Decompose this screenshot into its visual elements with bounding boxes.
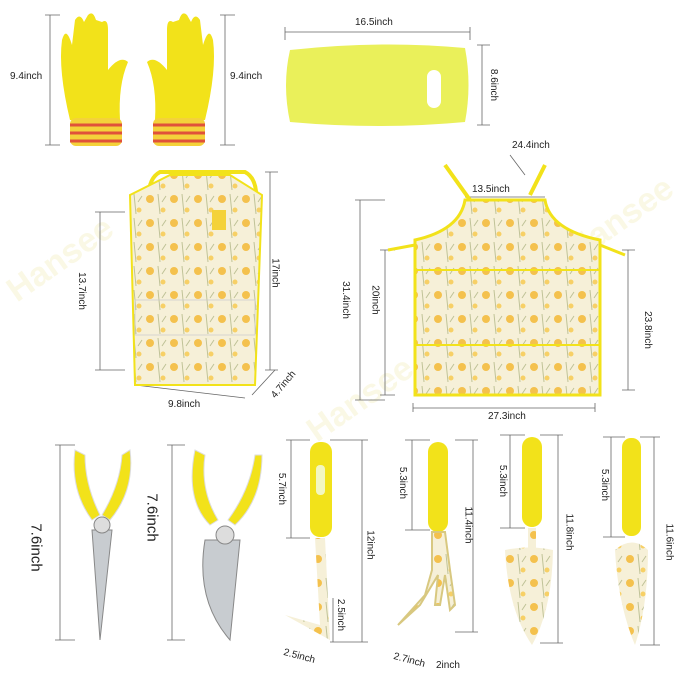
trowel-handle-label: 5.3inch — [497, 464, 509, 498]
pruner-1-length-label: 7.6inch — [27, 523, 45, 572]
transplanter-total-label: 11.6inch — [663, 523, 675, 561]
cultivator-total-label: 11.4inch — [462, 506, 474, 544]
pruner-1 — [73, 449, 132, 641]
trowel-total-label: 11.8inch — [563, 513, 575, 551]
apron-pocket-height-label: 20inch — [369, 285, 381, 315]
apron-top-width-label: 13.5inch — [472, 184, 510, 195]
apron-strap-label: 24.4inch — [512, 140, 550, 151]
hoe-handle-label: 5.7inch — [276, 472, 288, 506]
bag-body-height-label: 13.7inch — [75, 272, 87, 310]
bag-width-label: 9.8inch — [168, 399, 201, 410]
gloves-width-label-left: 9.4inch — [10, 71, 43, 82]
kneeling-pad — [286, 44, 469, 126]
gloves-width-label-right: 9.4inch — [230, 71, 263, 82]
dimension-lines — [45, 14, 660, 646]
transplanter-handle-label: 5.3inch — [599, 468, 611, 502]
hoe — [285, 442, 332, 640]
tote-bag — [128, 170, 264, 386]
apron — [387, 163, 626, 397]
apron-bottom-width-label: 27.3inch — [488, 411, 526, 422]
hoe-blade-height-label: 2.5inch — [335, 598, 347, 632]
cultivator-tine-label: 2inch — [436, 660, 460, 671]
bag-height-label: 17inch — [269, 258, 281, 288]
pad-length-label: 16.5inch — [355, 17, 393, 28]
apron-length-label: 31.4inch — [339, 281, 351, 319]
pad-height-label: 8.6inch — [488, 68, 500, 102]
cultivator-handle-label: 5.3inch — [397, 466, 409, 500]
transplanter — [615, 438, 648, 645]
pruner-2 — [191, 449, 263, 642]
cultivator — [397, 442, 457, 626]
hoe-total-label: 12inch — [364, 530, 376, 560]
pruner-2-length-label: 7.6inch — [143, 493, 161, 542]
trowel — [505, 437, 553, 645]
apron-side-length-label: 23.8inch — [641, 311, 653, 349]
gloves — [61, 13, 214, 146]
